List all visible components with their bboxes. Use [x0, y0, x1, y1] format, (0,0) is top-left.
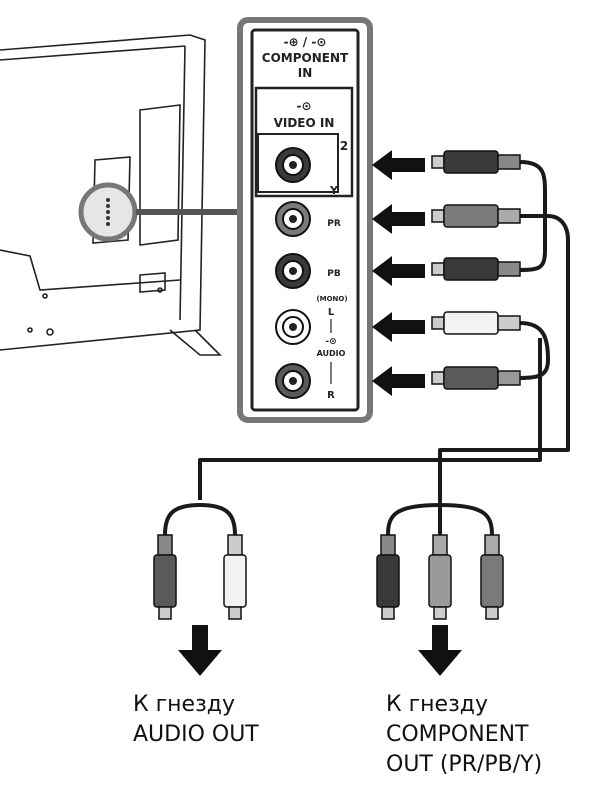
plug-audio-out-l — [223, 534, 247, 620]
arrow-left-icon — [372, 256, 425, 286]
video-in-label: VIDEO IN — [274, 116, 335, 130]
arrow-down-icon — [178, 625, 222, 676]
output-arrows — [178, 625, 462, 676]
plug-component-out-y — [480, 534, 504, 620]
label-audio-symbol: -⊙ — [325, 337, 336, 347]
label-pb: PB — [327, 269, 341, 279]
arrow-left-icon — [372, 150, 425, 180]
rca-plugs-bottom — [153, 534, 504, 620]
label-y: Y — [329, 184, 339, 197]
jack-pb — [275, 253, 311, 289]
plug-component-out-pr — [376, 534, 400, 620]
jack-y — [275, 147, 311, 183]
plug-audio-l — [431, 311, 521, 335]
caption-component-line3: OUT (PR/PB/Y) — [386, 752, 543, 777]
input-number: 2 — [340, 139, 348, 153]
plug-pb — [431, 257, 521, 281]
plug-y — [431, 150, 521, 174]
tv-illustration — [0, 34, 222, 356]
cables — [163, 160, 570, 536]
label-l: L — [328, 307, 335, 318]
jack-audio-r — [275, 363, 311, 399]
arrow-left-icon — [372, 204, 425, 234]
jack-audio-l — [275, 309, 311, 345]
caption-component-line1: К гнезду — [386, 692, 489, 717]
zoom-highlight — [78, 182, 240, 242]
video-in-symbol: -⊙ — [296, 99, 311, 113]
label-r: R — [327, 390, 335, 401]
plug-audio-r — [431, 366, 521, 390]
arrow-left-icon — [372, 312, 425, 342]
jack-pr — [275, 201, 311, 237]
insert-arrows — [372, 150, 425, 396]
caption-component-line2: COMPONENT — [386, 722, 529, 747]
arrow-left-icon — [372, 366, 425, 396]
label-pr: PR — [327, 219, 341, 229]
caption-audio-out: К гнезду AUDIO OUT — [133, 690, 259, 750]
label-mono: (MONO) — [316, 295, 347, 303]
header-symbols: -⊕ / -⊙ — [284, 35, 327, 49]
jack-panel: -⊕ / -⊙ COMPONENT IN -⊙ VIDEO IN 2 Y PR … — [237, 17, 373, 423]
caption-audio-line1: К гнезду — [133, 692, 236, 717]
rca-plugs-panel — [431, 150, 521, 390]
in-label: IN — [298, 66, 313, 80]
arrow-down-icon — [418, 625, 462, 676]
plug-audio-out-r — [153, 534, 177, 620]
component-label: COMPONENT — [262, 51, 349, 65]
plug-component-out-pb — [428, 534, 452, 620]
caption-component-out: К гнезду COMPONENT OUT (PR/PB/Y) — [386, 690, 542, 780]
label-audio: AUDIO — [317, 349, 346, 358]
caption-audio-line2: AUDIO OUT — [133, 722, 259, 747]
plug-pr — [431, 204, 521, 228]
